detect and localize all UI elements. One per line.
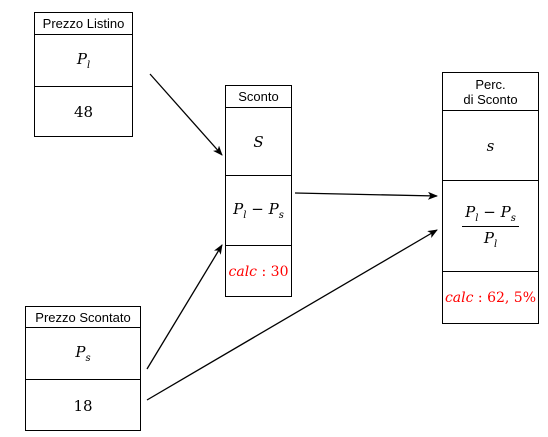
prezzo-listino-title: Prezzo Listino [35,13,132,35]
arrow-scontato-to-perc [146,229,438,401]
prezzo-listino-symbol: Pl [35,35,132,87]
perc-sconto-title: Perc. di Sconto [443,73,538,111]
arrow-sconto-to-perc [294,191,438,200]
perc-sconto-node[interactable]: Perc. di Sconto s Pl − Ps Pl calc : 62, … [442,72,539,324]
prezzo-scontato-value: 18 [73,396,93,415]
perc-sconto-calc: calc : 62, 5% [444,290,537,306]
prezzo-scontato-title: Prezzo Scontato [26,307,140,328]
sconto-formula: Pl − Ps [226,176,291,246]
sconto-symbol: S [226,108,291,176]
arrow-listino-to-sconto [149,73,223,156]
sconto-node[interactable]: Sconto S Pl − Ps calc : 30 [225,85,292,297]
prezzo-listino-value: 48 [73,103,94,121]
sconto-title: Sconto [226,86,291,108]
perc-sconto-formula: Pl − Ps Pl [443,181,538,272]
prezzo-scontato-node[interactable]: Prezzo Scontato Ps 18 [25,306,141,431]
perc-sconto-fraction: Pl − Ps Pl [462,203,519,250]
sconto-calc: calc : 30 [228,263,289,280]
perc-sconto-symbol: s [443,111,538,181]
prezzo-scontato-symbol: Ps [26,328,140,380]
arrow-scontato-to-sconto [146,244,223,370]
prezzo-listino-node[interactable]: Prezzo Listino Pl 48 [34,12,133,137]
